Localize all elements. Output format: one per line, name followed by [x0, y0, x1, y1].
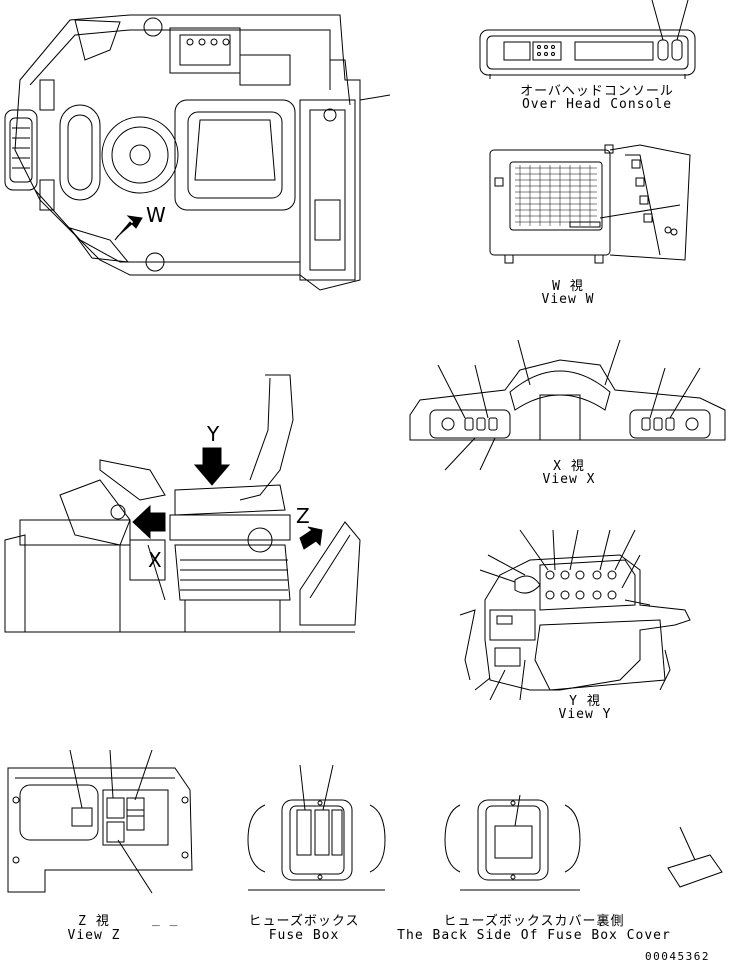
fuse-box-jp: ヒューズボックス [248, 914, 360, 929]
marker-x: X [148, 548, 163, 572]
dash-note: _ _ [152, 912, 179, 927]
arrow-w-marker [114, 215, 143, 241]
view-y-en: View Y [558, 707, 612, 722]
view-w-panel [489, 144, 691, 264]
cab-plan-view [4, 14, 391, 291]
view-w-en: View W [541, 292, 595, 307]
fuse-box-view [247, 764, 386, 891]
view-y-jp: Y 視 [569, 694, 601, 709]
view-w-jp: W 視 [552, 279, 584, 294]
fuse-box-en: Fuse Box [268, 928, 340, 943]
arrow-z-marker [299, 526, 323, 550]
marker-w: W [146, 203, 167, 227]
view-y-panel [459, 529, 691, 701]
arrow-y-marker [193, 447, 231, 486]
overhead-console-jp: オーバヘッドコンソール [520, 84, 674, 99]
overhead-console-en: Over Head Console [521, 97, 673, 112]
view-z-panel [7, 749, 193, 894]
view-x-panel [409, 339, 726, 471]
fuse-box-cover-jp: ヒューズボックスカバー裏側 [443, 914, 625, 929]
cab-side-view [4, 374, 361, 633]
part-number: 00045362 [645, 950, 710, 963]
view-x-en: View X [542, 472, 596, 487]
fuse-box-cover-view [444, 794, 581, 891]
overhead-console-view [479, 0, 696, 79]
view-x-jp: X 視 [553, 459, 585, 474]
arrow-x-marker [132, 504, 166, 540]
marker-z: Z [296, 504, 311, 528]
view-z-en: View Z [67, 928, 121, 943]
fuse-box-cover-en: The Back Side Of Fuse Box Cover [397, 928, 671, 943]
marker-y: Y [207, 422, 221, 446]
decal-sheet [667, 826, 723, 888]
view-z-jp: Z 視 [78, 914, 110, 929]
